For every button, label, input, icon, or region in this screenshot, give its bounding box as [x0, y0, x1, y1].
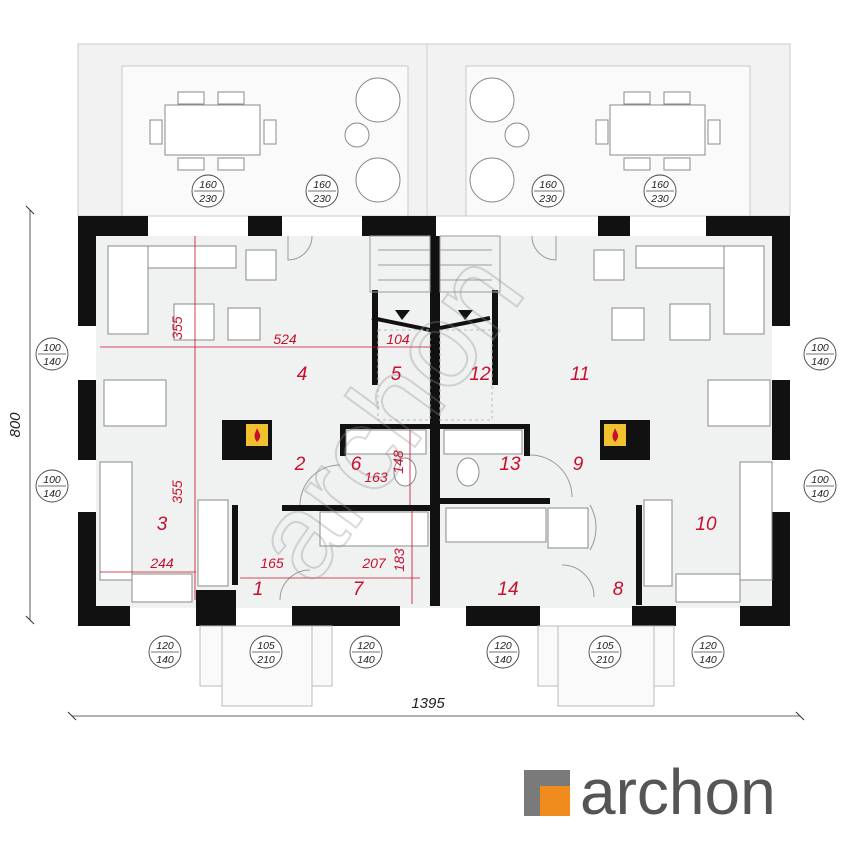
- opening-width: 100: [43, 474, 61, 486]
- opening-height: 230: [198, 193, 217, 205]
- opening-width: 160: [199, 179, 217, 191]
- opening-width: 105: [257, 640, 275, 652]
- opening-height: 210: [256, 654, 275, 666]
- door-swings: [279, 235, 597, 601]
- dimension-d355b: 355: [169, 480, 185, 504]
- room-number-9: 9: [573, 454, 584, 475]
- opening-width: 120: [156, 640, 174, 652]
- dimension-d524: 524: [273, 331, 297, 347]
- room-number-12: 12: [469, 364, 491, 385]
- opening-height: 230: [538, 193, 557, 205]
- dimension-d207: 207: [361, 555, 387, 571]
- armchair-icon: [173, 303, 711, 341]
- opening-height: 140: [43, 488, 61, 500]
- opening-height: 140: [699, 654, 717, 666]
- room-number-8: 8: [613, 579, 624, 600]
- opening-width: 160: [539, 179, 557, 191]
- dining-table-icon: [103, 379, 771, 427]
- opening-width: 105: [596, 640, 614, 652]
- opening-height: 140: [811, 356, 829, 368]
- sofa-icon: [107, 245, 765, 335]
- opening-width: 160: [651, 179, 669, 191]
- room-number-6: 6: [351, 454, 362, 475]
- fireplace-icon: [222, 420, 650, 460]
- room-number-3: 3: [157, 514, 168, 535]
- room-number-5: 5: [391, 364, 402, 385]
- kitchen-counters: [99, 461, 773, 603]
- dimension-d355a: 355: [169, 316, 185, 340]
- room-number-4: 4: [297, 364, 308, 385]
- opening-width: 120: [699, 640, 717, 652]
- opening-height: 140: [357, 654, 375, 666]
- terrace-dining-right: [595, 91, 721, 171]
- room-number-7: 7: [353, 579, 365, 600]
- room-number-2: 2: [294, 454, 306, 475]
- opening-height: 210: [595, 654, 614, 666]
- opening-width: 100: [811, 342, 829, 354]
- opening-height: 140: [811, 488, 829, 500]
- room-number-1: 1: [253, 579, 264, 600]
- dimension-d163: 163: [364, 469, 388, 485]
- overall-width-label: 1395: [411, 695, 445, 712]
- terrace-dining-left: [149, 91, 277, 171]
- opening-width: 100: [43, 342, 61, 354]
- room-number-14: 14: [497, 579, 518, 600]
- dimension-d165: 165: [260, 555, 284, 571]
- room-number-11: 11: [570, 364, 590, 385]
- window-door-labels: 1602301602301602301602301001401001401001…: [35, 174, 837, 669]
- archon-logo: archon: [524, 756, 776, 828]
- opening-height: 230: [650, 193, 669, 205]
- bathroom-fixtures: [319, 429, 589, 549]
- opening-height: 140: [156, 654, 174, 666]
- dimension-d148: 148: [390, 450, 406, 474]
- terrace-lounge-chairs: [344, 77, 530, 203]
- room-number-13: 13: [499, 454, 521, 475]
- dimension-d244: 244: [149, 555, 174, 571]
- opening-width: 120: [357, 640, 375, 652]
- opening-height: 140: [494, 654, 512, 666]
- dimension-d104: 104: [386, 331, 410, 347]
- opening-width: 100: [811, 474, 829, 486]
- overall-dimension-lines: [25, 205, 805, 721]
- walls: [78, 216, 790, 626]
- dimension-d183: 183: [391, 548, 407, 572]
- stairs-icon: [369, 235, 501, 421]
- logo-wordmark: archon: [580, 756, 776, 828]
- opening-height: 230: [312, 193, 331, 205]
- dimension-lines: [100, 236, 430, 604]
- opening-width: 160: [313, 179, 331, 191]
- opening-width: 120: [494, 640, 512, 652]
- room-number-10: 10: [695, 514, 717, 535]
- opening-height: 140: [43, 356, 61, 368]
- overall-height-label: 800: [7, 412, 24, 438]
